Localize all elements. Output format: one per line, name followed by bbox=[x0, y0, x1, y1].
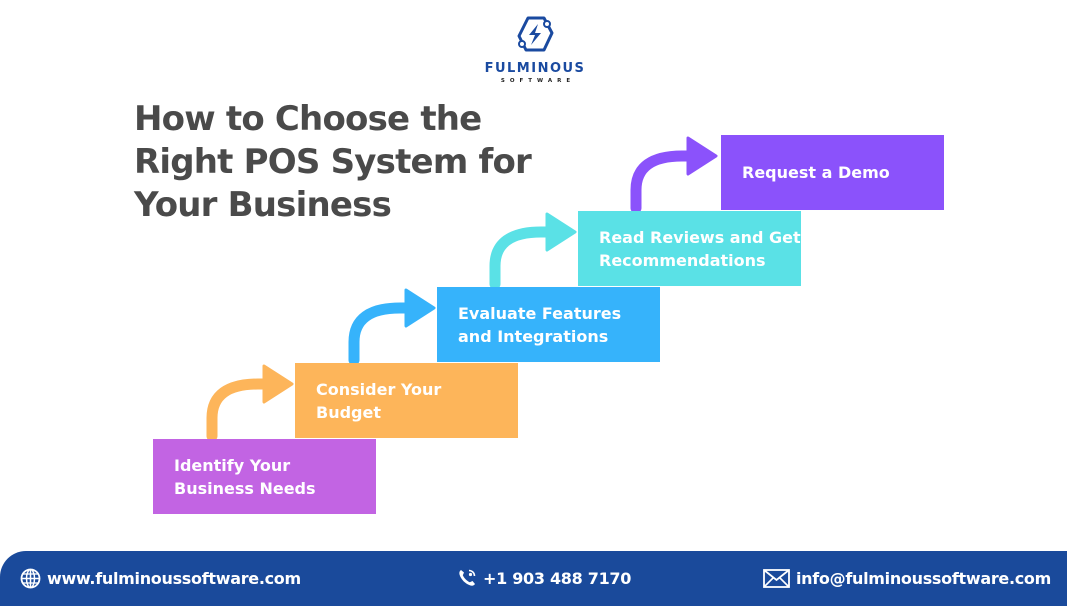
step-label: and Integrations bbox=[458, 326, 609, 346]
contact-footer bbox=[0, 551, 1067, 606]
curved-arrow-icon bbox=[630, 136, 718, 212]
curved-arrow-icon bbox=[489, 212, 577, 288]
title-line: Your Business bbox=[134, 185, 392, 225]
step-consider-budget: Consider Your Budget bbox=[295, 363, 518, 438]
step-read-reviews: Read Reviews and Get Recommendations bbox=[578, 211, 801, 286]
step-identify-needs: Identify Your Business Needs bbox=[153, 439, 376, 514]
brand-tagline: SOFTWARE bbox=[500, 78, 576, 84]
title-line: How to Choose the bbox=[134, 99, 482, 139]
step-request-demo: Request a Demo bbox=[721, 135, 944, 210]
brand-logo: FULMINOUS SOFTWARE bbox=[470, 10, 600, 86]
hexagon-bolt-icon bbox=[517, 16, 554, 52]
email-link[interactable]: info@fulminoussoftware.com bbox=[763, 564, 1051, 592]
email-text[interactable]: info@fulminoussoftware.com bbox=[796, 568, 1051, 588]
curved-arrow-icon bbox=[206, 364, 294, 440]
step-label: Request a Demo bbox=[742, 163, 890, 182]
step-label: Consider Your bbox=[316, 379, 442, 399]
website-link[interactable]: www.fulminoussoftware.com bbox=[20, 564, 301, 592]
step-label: Budget bbox=[316, 402, 381, 422]
website-text[interactable]: www.fulminoussoftware.com bbox=[47, 568, 301, 588]
step-evaluate-features: Evaluate Features and Integrations bbox=[437, 287, 660, 362]
step-label: Evaluate Features bbox=[458, 303, 622, 323]
title-line: Right POS System for bbox=[134, 142, 532, 182]
phone-link[interactable]: +1 903 488 7170 bbox=[457, 564, 631, 592]
globe-icon bbox=[20, 568, 41, 588]
step-label: Identify Your bbox=[174, 455, 291, 475]
curved-arrow-icon bbox=[348, 288, 436, 364]
step-label: Recommendations bbox=[599, 250, 766, 270]
page-title: How to Choose the Right POS System for Y… bbox=[134, 98, 554, 227]
phone-icon bbox=[459, 569, 476, 586]
step-label: Business Needs bbox=[174, 478, 316, 498]
envelope-icon bbox=[763, 568, 790, 588]
step-label: Read Reviews and Get bbox=[599, 227, 801, 247]
phone-text[interactable]: +1 903 488 7170 bbox=[483, 568, 632, 588]
brand-name: FULMINOUS bbox=[484, 61, 586, 76]
